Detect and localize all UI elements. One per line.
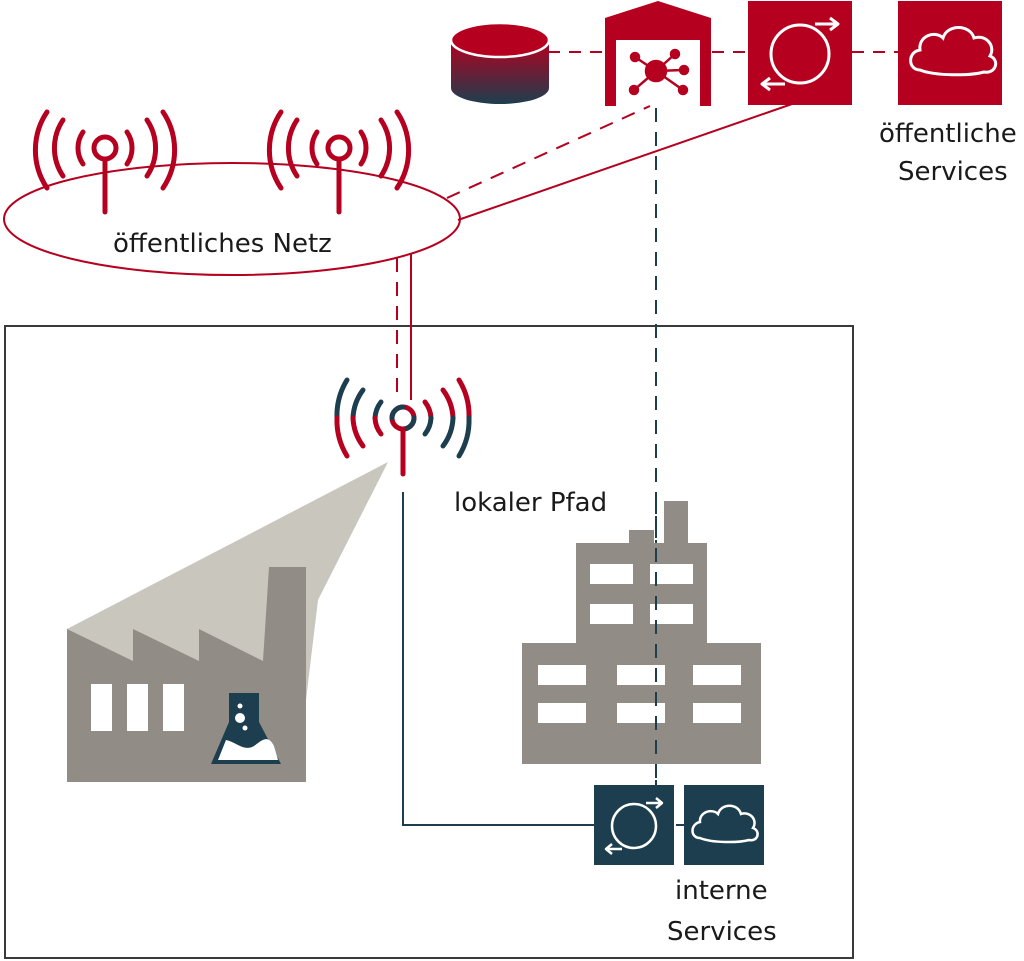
link-local-internal (402, 492, 596, 826)
public-network-ellipse (3, 162, 461, 276)
cloud-icon (898, 1, 1002, 105)
antenna-icon (32, 109, 178, 215)
link-net-sync-solid (457, 103, 793, 221)
public-services-label-line2: Services (898, 157, 1008, 187)
database-icon (449, 21, 551, 104)
internal-services-label-line2: Services (667, 917, 777, 947)
cloud-icon (684, 785, 764, 865)
antenna-icon (266, 109, 412, 215)
public-services-label-line1: öffentliche (879, 119, 1017, 149)
antenna-icon (334, 377, 472, 477)
local-path-label: lokaler Pfad (454, 488, 607, 518)
public-network-label: öffentliches Netz (113, 229, 332, 259)
office-building-icon (522, 501, 761, 764)
link-net-warehouse-dashed (446, 105, 651, 199)
sync-icon (594, 785, 674, 865)
flask-icon (211, 693, 281, 764)
campus-boundary (4, 325, 854, 959)
warehouse-hub-icon (605, 1, 711, 106)
internal-services-label-line1: interne (675, 876, 768, 906)
sync-icon (748, 1, 852, 105)
